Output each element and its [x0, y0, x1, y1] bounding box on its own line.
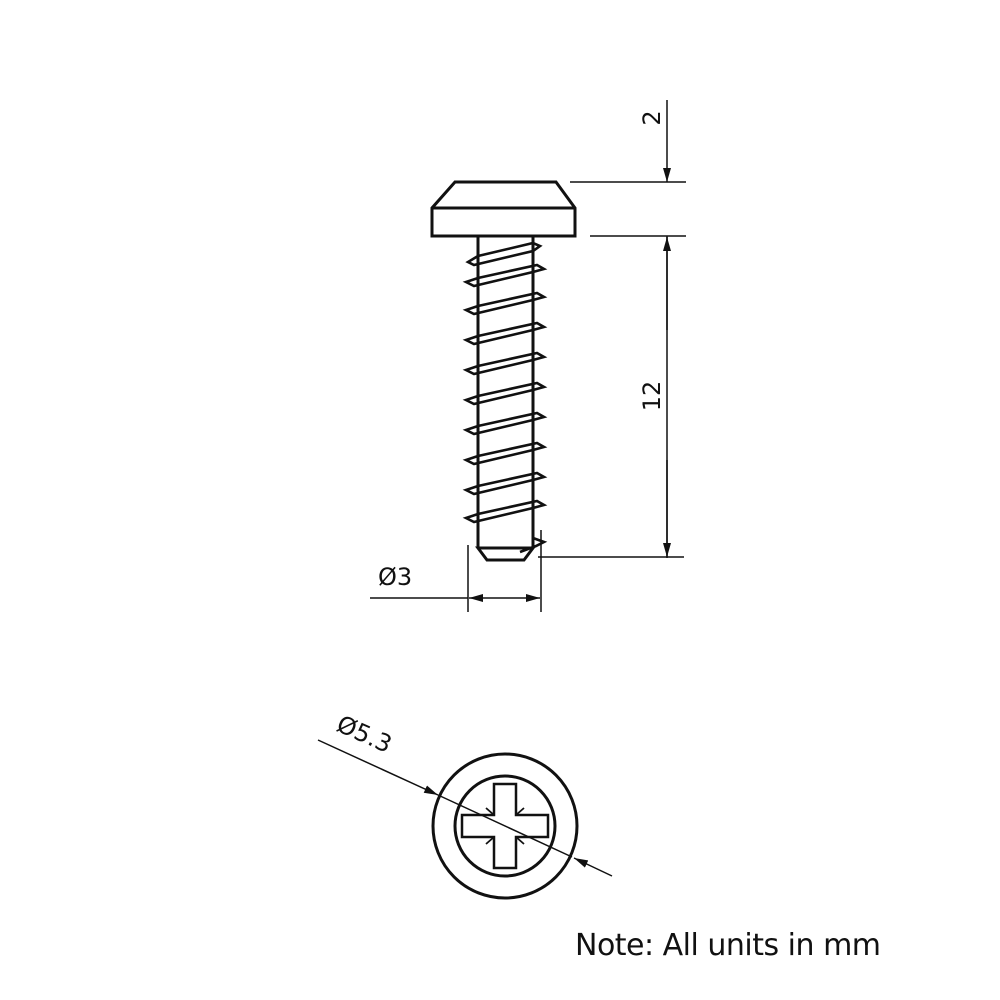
top-view: [431, 752, 579, 900]
screw-head: [430, 180, 577, 238]
screw-threads: [462, 241, 548, 554]
screw-shank: [475, 236, 536, 562]
head-height-label: 2: [638, 110, 666, 125]
head-inner-circle: [453, 774, 557, 878]
side-view: [430, 180, 577, 562]
dimension-head-diameter: [317, 739, 613, 877]
thread-diameter-label: Ø3: [378, 563, 412, 591]
dimension-thread-diameter: [370, 530, 542, 612]
units-note: Note: All units in mm: [575, 928, 881, 963]
shank-length-label: 12: [638, 381, 666, 412]
dimension-head-height: [570, 100, 686, 558]
head-outer-circle: [431, 752, 579, 900]
dimension-shank-length: [538, 237, 684, 558]
